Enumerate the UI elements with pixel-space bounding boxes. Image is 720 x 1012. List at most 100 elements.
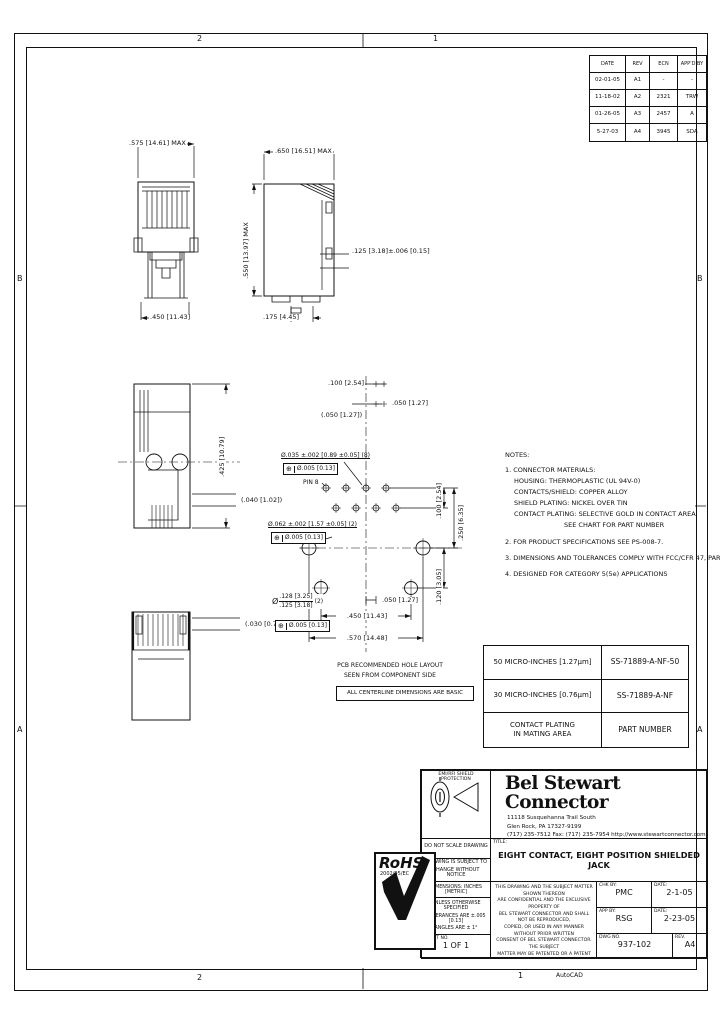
company-address-line1: 11118 Susquehanna Trail South [507,815,596,821]
dim-section-ref: (.040 [1.02]) [240,496,284,504]
rev-appd: SDA [686,128,698,135]
checked-date-value: 2-1-05 [666,888,693,898]
rev-ecn: - [650,73,678,89]
rev-ecn: 3945 [650,124,678,141]
sheet-no-value: 1 OF 1 [442,941,470,951]
post-hole-upper-limit: .128 [3.25] [279,593,313,602]
legal-cell: THIS DRAWING AND THE SUBJECT MATTER SHOW… [490,881,597,959]
dim-pcb-post-offset: .050 [1.27] [381,596,420,604]
rev-date: 01-26-05 [590,107,626,123]
cad-footer: AutoCAD [556,972,583,979]
drawing-number-label: DWG NO. [599,935,621,940]
revision-row: 02-01-05 A1 - - [590,73,706,90]
plating-cell: 50 MICRO-INCHES [1.27µm] [484,646,602,679]
legal-line2: ARE CONFIDENTIAL AND THE EXCLUSIVE PROPE… [497,898,591,910]
part-number-cell: SS-71889-A-NF [616,691,674,701]
note-1d: CONTACT PLATING: SELECTIVE GOLD IN CONTA… [514,510,696,518]
approved-by-value: RSG [615,914,633,924]
dim-section-height: .425 [10.79] [218,435,226,478]
drawing-number-value: 937-102 [617,940,652,950]
plating-header-line1: CONTACT PLATING [510,721,575,730]
front-view [133,142,199,320]
plating-header-line2: IN MATING AREA [513,730,572,739]
tolerance-line1: UNLESS OTHERWISE SPECIFIED [431,901,481,912]
zone-left-upper: B [17,274,23,283]
sheet-no-label: SHEET NO. [424,936,449,941]
inner-border [26,47,697,970]
position-tolerance-icon: ⊕ [272,534,283,542]
company-address-line2: Glen Rock, PA 17327-9199 [507,823,582,830]
pcb-caption-line1: PCB RECOMMENDED HOLE LAYOUT [337,662,443,669]
dimensions-units-note: DIMENSIONS: INCHES [METRIC] [430,885,482,896]
zone-top-right: 1 [433,34,439,43]
company-cell: Bel Stewart Connector 11118 Susquehanna … [490,770,708,839]
bottom-view [131,611,240,721]
zone-right-upper: B [697,274,703,283]
dim-pcb-post-span: .450 [11.43] [336,613,398,620]
tolerance-value: Ø.005 [0.13] [288,622,327,629]
approved-date-cell: DATE: 2-23-05 [651,907,708,934]
position-tolerance-icon: ⊕ [276,622,287,630]
legal-line4: COPIED, OR USED IN ANY MANNER WITHOUT PR… [504,924,584,937]
zone-top-left: 2 [197,34,203,43]
table-row: 30 MICRO-INCHES [0.76µm] SS-71889-A-NF [484,679,688,714]
dim-front-width: .575 [14.61] MAX [128,139,187,147]
approved-by-label: APP BY: [599,909,616,914]
drawing-title: EIGHT CONTACT, EIGHT POSITION SHIELDED J… [498,850,700,871]
dim-pcb-offset: .050 [1.27] [391,399,430,407]
company-address-line3: (717) 235-7512 Fax: (717) 235-7954 http:… [507,832,706,839]
rev-date: 11-18-02 [590,90,626,106]
legal-line1: THIS DRAWING AND THE SUBJECT MATTER SHOW… [495,885,593,897]
rev-sym: A4 [626,124,650,141]
dim-front-bottom: .450 [11.43] [149,313,192,321]
table-footer-row: CONTACT PLATING IN MATING AREA PART NUMB… [484,713,688,747]
post-hole-lower-limit: .125 [3.18] [279,602,313,609]
pcb-caption-line2: SEEN FROM COMPONENT SIDE [344,672,436,679]
diameter-symbol: Ø [272,596,279,606]
rev-sym: A1 [626,73,650,89]
revision-row: 11-18-02 A2 2321 TRW [590,90,706,107]
plating-header-cell: CONTACT PLATING IN MATING AREA [484,713,602,747]
position-tolerance-icon: ⊕ [284,465,295,473]
revision-label: REV. [675,935,686,940]
rev-appd: - [691,77,693,84]
company-name: Bel Stewart Connector [505,773,621,813]
table-row: 50 MICRO-INCHES [1.27µm] SS-71889-A-NF-5… [484,646,688,680]
side-view [252,150,349,322]
part-number-table: 50 MICRO-INCHES [1.27µm] SS-71889-A-NF-5… [483,645,689,748]
rev-header-rev: REV [626,56,650,72]
note-3: 3. DIMENSIONS AND TOLERANCES COMPLY WITH… [505,554,720,562]
note-4: 4. DESIGNED FOR CATEGORY 5(5e) APPLICATI… [505,570,668,578]
tolerance-line2: TOLERANCES ARE ±.005 [0.13] [426,913,486,924]
checked-date-label: DATE: [654,883,668,888]
plating-cell: 30 MICRO-INCHES [0.76µm] [484,679,602,713]
title-label: TITLE: [493,840,507,845]
part-number-header-cell: PART NUMBER [618,725,672,735]
section-view [118,383,240,529]
rev-date: 02-01-05 [590,73,626,89]
dim-pcb-row2: .250 [6.35] [457,503,465,542]
tolerance-frame-post-holes: ⊕ Ø.005 [0.13] [275,620,330,632]
dim-pcb-offset-ref: (.050 [1.27]) [320,411,364,419]
legal-line6: MATTER MAY BE PATENTED OR A PATENT MAY B… [497,951,591,957]
basic-dims-note-box: ALL CENTERLINE DIMENSIONS ARE BASIC [336,686,474,701]
note-1: 1. CONNECTOR MATERIALS: [505,466,596,474]
dim-pcb-row: .100 [2.54] [435,481,443,520]
dim-side-height: .550 [13.97] MAX [242,221,250,280]
dim-pcb-hole-span: .570 [14.48] [336,635,398,642]
tolerance-value: Ø.005 [0.13] [284,534,323,541]
outer-border [14,33,708,991]
zone-left-lower: A [17,725,23,734]
note-1e: SEE CHART FOR PART NUMBER [564,521,665,529]
legal-line3: BEL STEWART CONNECTOR AND SHALL NOT BE R… [498,911,590,924]
pin8-label: PIN 8 [302,479,320,486]
revision-cell: REV. A4 [672,933,708,959]
basic-dims-note: ALL CENTERLINE DIMENSIONS ARE BASIC [347,689,463,696]
rev-header-ecn: ECN [650,56,678,72]
rev-header-date: DATE [590,56,626,72]
rev-date: 5-27-03 [590,124,626,141]
note-1c: SHIELD PLATING: NICKEL OVER TIN [514,499,628,507]
tolerance-line3: ANGLES ARE ± 1° [434,926,478,932]
part-number-cell: SS-71889-A-NF-50 [610,657,680,667]
revision-value: A4 [684,940,696,950]
